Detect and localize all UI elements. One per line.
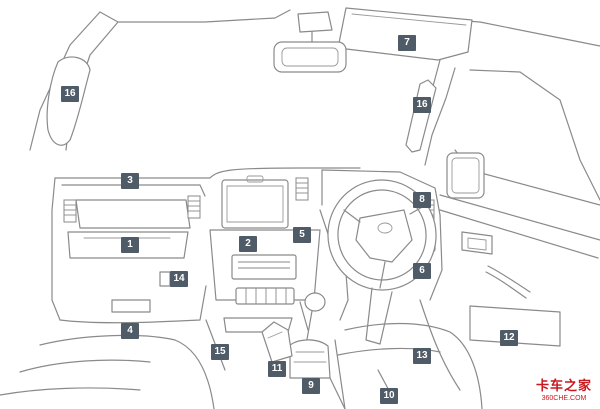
callout-4: 4 bbox=[121, 323, 139, 339]
callout-14: 14 bbox=[170, 271, 188, 287]
right-door bbox=[419, 69, 600, 391]
sun-visor bbox=[337, 7, 473, 61]
parking-brake bbox=[261, 321, 293, 363]
callout-10: 10 bbox=[380, 388, 398, 404]
gear-shifter bbox=[289, 292, 331, 379]
audio-unit bbox=[231, 254, 297, 280]
seats bbox=[0, 322, 483, 409]
callout-11: 11 bbox=[268, 361, 286, 377]
floor-edge bbox=[329, 377, 346, 409]
callout-12: 12 bbox=[500, 330, 518, 346]
callout-7: 7 bbox=[398, 35, 416, 51]
rear-view-mirror bbox=[273, 11, 347, 73]
callout-5: 5 bbox=[293, 227, 311, 243]
callout-3: 3 bbox=[121, 173, 139, 189]
callout-15: 15 bbox=[211, 344, 229, 360]
center-display bbox=[221, 179, 289, 229]
glovebox-panel bbox=[75, 199, 191, 229]
callout-8: 8 bbox=[413, 192, 431, 208]
callout-6: 6 bbox=[413, 263, 431, 279]
callout-16-left: 16 bbox=[61, 86, 79, 102]
right-a-pillar-grip bbox=[405, 79, 437, 153]
watermark-logo: 卡车之家 360CHE.COM bbox=[536, 379, 592, 405]
callout-9: 9 bbox=[302, 378, 320, 394]
dashboard bbox=[51, 167, 361, 371]
watermark-sub: 360CHE.COM bbox=[541, 395, 587, 402]
watermark-main: 卡车之家 bbox=[535, 378, 592, 393]
callout-13: 13 bbox=[413, 348, 431, 364]
steering-wheel bbox=[327, 179, 437, 345]
callout-2: 2 bbox=[239, 236, 257, 252]
callout-1: 1 bbox=[121, 237, 139, 253]
callout-16-right: 16 bbox=[413, 97, 431, 113]
windshield-frame bbox=[29, 9, 600, 166]
switch-panel bbox=[235, 287, 295, 305]
